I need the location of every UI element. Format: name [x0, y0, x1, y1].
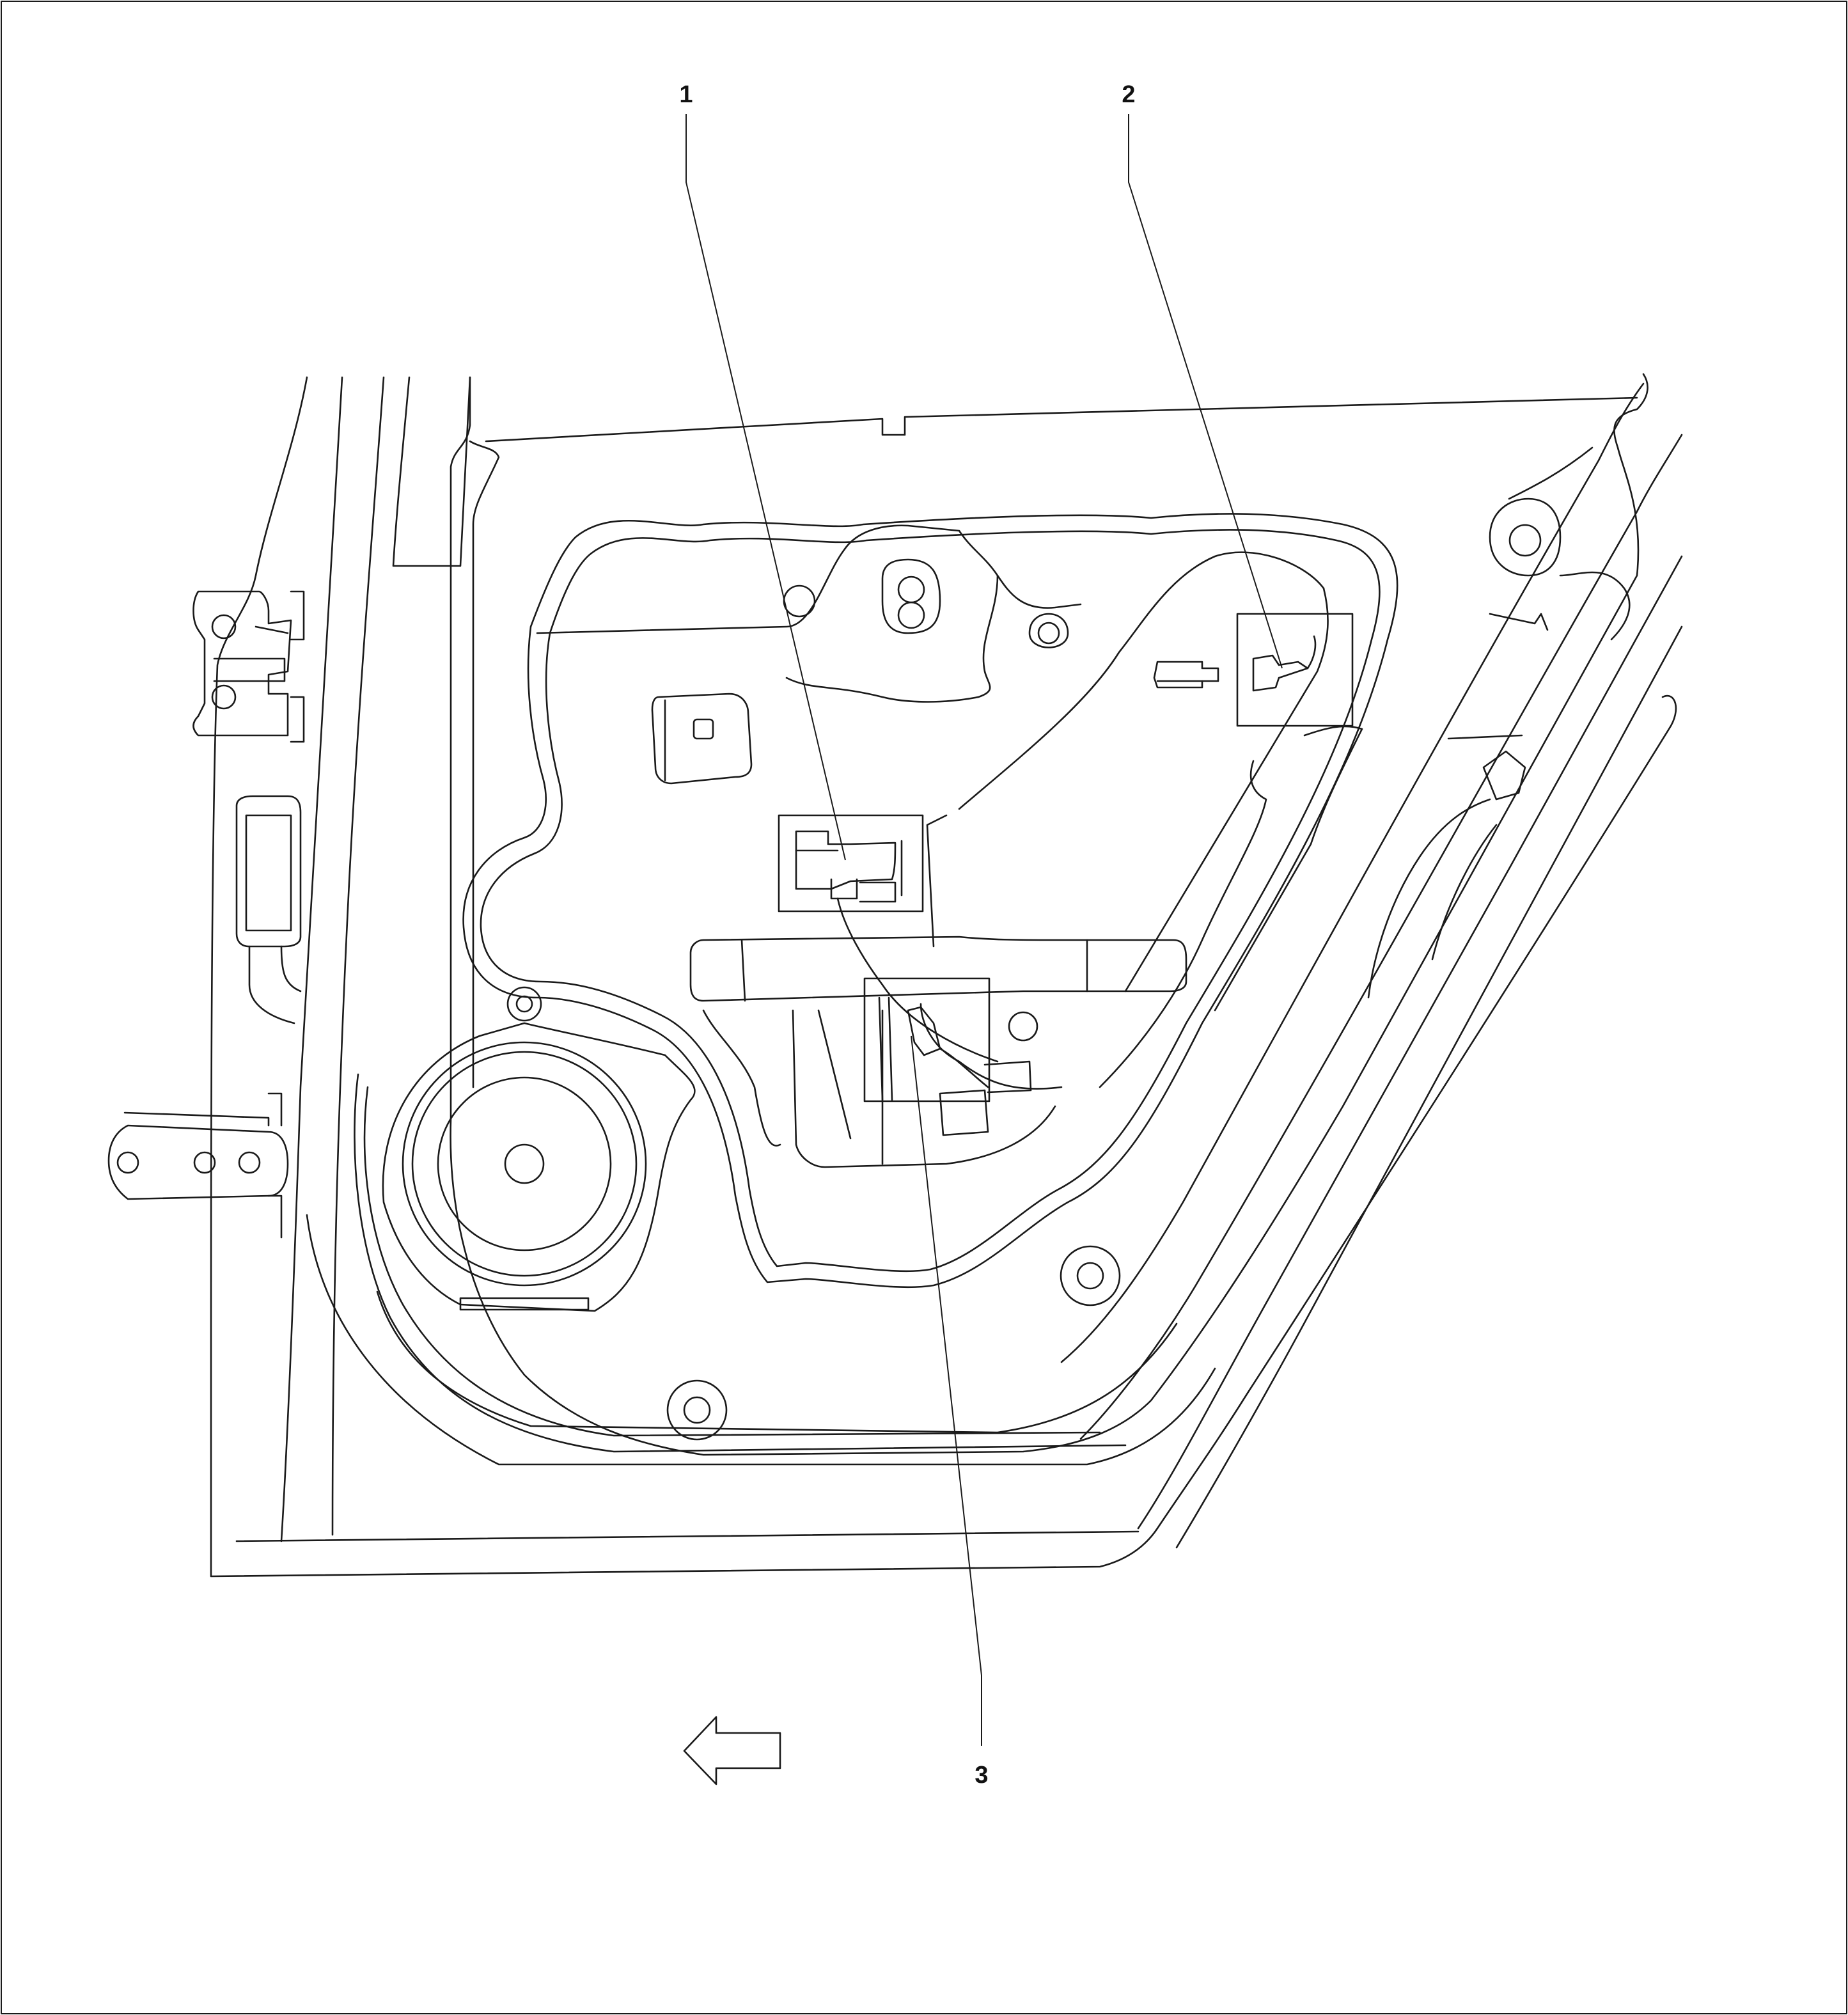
callout-1: 1: [679, 81, 693, 108]
connector-3-box: [863, 977, 1032, 1136]
leader-lines: [685, 114, 1283, 1746]
access-cover: [651, 693, 753, 785]
connector-1-box: [778, 814, 999, 1063]
upper-corner-clip: [1489, 446, 1631, 641]
callout-3: 3: [975, 1762, 988, 1789]
lower-hinge: [107, 1092, 289, 1239]
cable-clip-right: [1367, 734, 1526, 999]
leader-line-1: [685, 114, 846, 861]
regulator-arm: [689, 936, 1187, 1168]
inner-door-panel: [306, 373, 1648, 1466]
callout-2: 2: [1122, 81, 1135, 108]
leader-line-2: [1128, 114, 1283, 669]
lower-trim-loop-inner: [363, 1086, 1101, 1437]
left-arrow-icon: [683, 1716, 781, 1785]
connector-2-box: [1153, 613, 1354, 727]
upper-hinge: [192, 590, 305, 743]
door-outer-shell: [210, 376, 1683, 1578]
seal-trim-outline: [462, 513, 1398, 1289]
lower-mount-boss: [666, 1245, 1121, 1441]
regulator-top-bracket: [536, 524, 1082, 703]
leader-line-3: [911, 1035, 982, 1746]
cable-run-right: [1214, 725, 1363, 1012]
lower-trim-loop: [354, 1073, 1127, 1453]
window-regulator-rail: [926, 551, 1329, 1088]
check-strap: [235, 795, 302, 1024]
door-speaker: [382, 986, 696, 1312]
